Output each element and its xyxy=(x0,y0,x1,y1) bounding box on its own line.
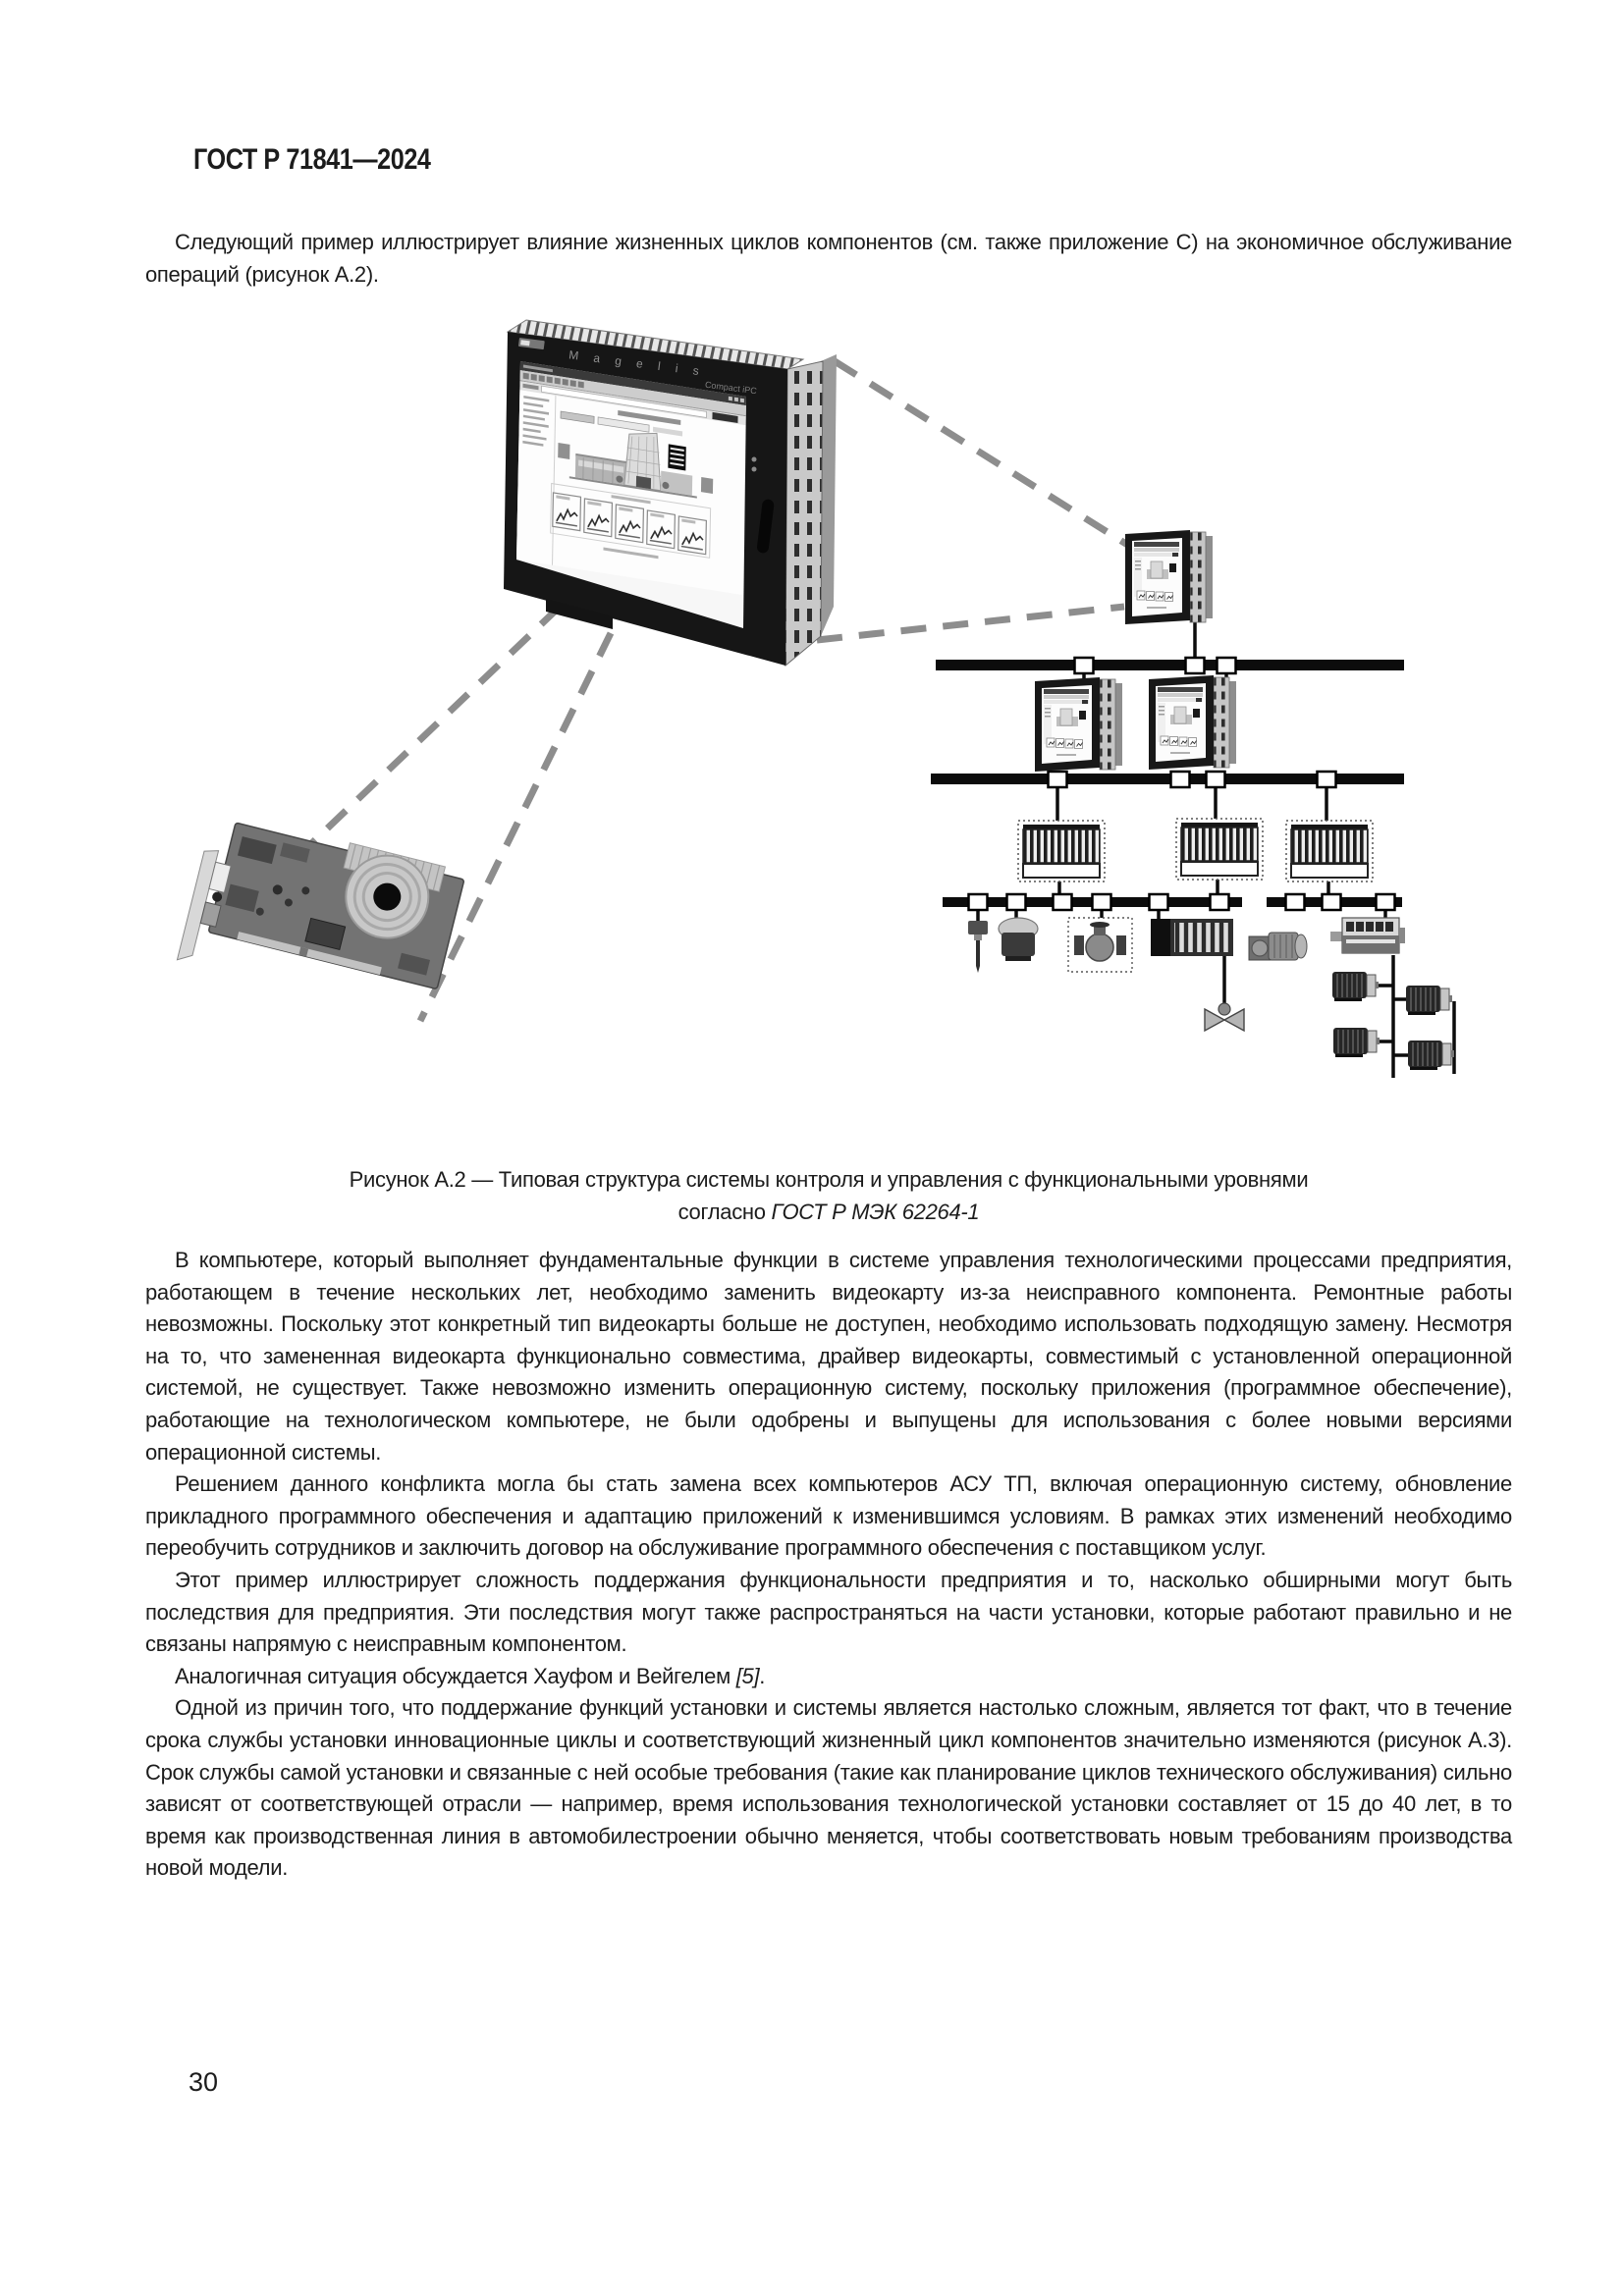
paragraph-4-reference: [5] xyxy=(735,1663,760,1688)
panel-pc-back-flange xyxy=(821,354,837,636)
paragraph-2: Решением данного конфликта могла бы стат… xyxy=(145,1471,1512,1561)
document-header: ГОСТ Р 71841—2024 xyxy=(193,143,431,176)
video-card-fan-hub xyxy=(373,882,402,911)
dashed-line-monitor-to-hmi-top xyxy=(833,358,1131,549)
bus-level-2 xyxy=(931,774,1404,784)
panel-pc-side-vents xyxy=(785,360,824,667)
motor-1 xyxy=(1331,971,1380,1002)
panel-pc-screen-content xyxy=(515,361,746,595)
body-text: В компьютере, который выполняет фундамен… xyxy=(145,1245,1512,1885)
figure-caption-standard-ref: ГОСТ Р МЭК 62264-1 xyxy=(771,1200,980,1224)
figure-caption: Рисунок А.2 — Типовая структура системы … xyxy=(145,1163,1512,1228)
bus-level-3 xyxy=(936,660,1404,670)
motor-3 xyxy=(1332,1027,1380,1058)
motor-4 xyxy=(1407,1040,1455,1071)
panel-pc-side-slot xyxy=(756,499,775,554)
paragraph-1: В компьютере, который выполняет фундамен… xyxy=(145,1248,1512,1465)
valve-dotted-box-icon xyxy=(1067,917,1133,973)
motor-2 xyxy=(1405,985,1453,1016)
plc-rack-1 xyxy=(1017,820,1106,882)
paragraph-4: Аналогичная ситуация обсуждается Хауфом … xyxy=(145,1661,1512,1693)
hmi-panel-top xyxy=(1124,529,1214,625)
video-card-bracket xyxy=(176,850,220,961)
plc-rack-3 xyxy=(1285,820,1374,882)
intro-paragraph: Следующий пример иллюстрирует влияние жи… xyxy=(145,227,1512,291)
hmi-panel-right xyxy=(1148,674,1237,771)
paragraph-5: Одной из причин того, что поддержание фу… xyxy=(145,1695,1512,1881)
dashed-line-monitor-to-videocard-right xyxy=(416,631,615,1023)
paragraph-4-text: Аналогичная ситуация обсуждается Хауфом … xyxy=(175,1663,736,1688)
io-rack-icon xyxy=(1151,919,1233,956)
video-card-dvi-port xyxy=(208,861,232,893)
video-card-edge-connector xyxy=(237,932,382,976)
figure-caption-prefix: согласно xyxy=(677,1200,772,1224)
pump-actuator-icon xyxy=(998,917,1039,961)
figure-caption-line1: Рисунок А.2 — Типовая структура системы … xyxy=(349,1167,1309,1192)
video-card-svideo-port xyxy=(212,891,223,902)
remote-io-terminal-icon xyxy=(1330,917,1405,954)
hmi-panel-left xyxy=(1034,676,1123,773)
panel-pc-mount-tab xyxy=(546,599,613,629)
field-devices xyxy=(968,917,1455,1071)
paragraph-3: Этот пример иллюстрирует сложность подде… xyxy=(145,1567,1512,1657)
plc-rack-2 xyxy=(1175,818,1264,881)
control-valve-icon xyxy=(1204,1002,1245,1033)
industrial-panel-pc: M a g e l i s Compact iPC xyxy=(504,319,837,667)
video-card-vga-port xyxy=(199,901,222,928)
sensor-transmitter-icon xyxy=(968,921,988,973)
dashed-line-monitor-to-hmi-bottom xyxy=(816,603,1125,644)
motor-gearbox-icon xyxy=(1248,932,1308,961)
brand-logo xyxy=(517,338,545,350)
video-card xyxy=(176,822,464,989)
paragraph-4-end: . xyxy=(759,1663,766,1688)
page-number: 30 xyxy=(189,2067,219,2097)
figure-caption-line2: согласно ГОСТ Р МЭК 62264-1 xyxy=(145,1196,1512,1228)
intro-text: Следующий пример иллюстрирует влияние жи… xyxy=(145,230,1512,287)
